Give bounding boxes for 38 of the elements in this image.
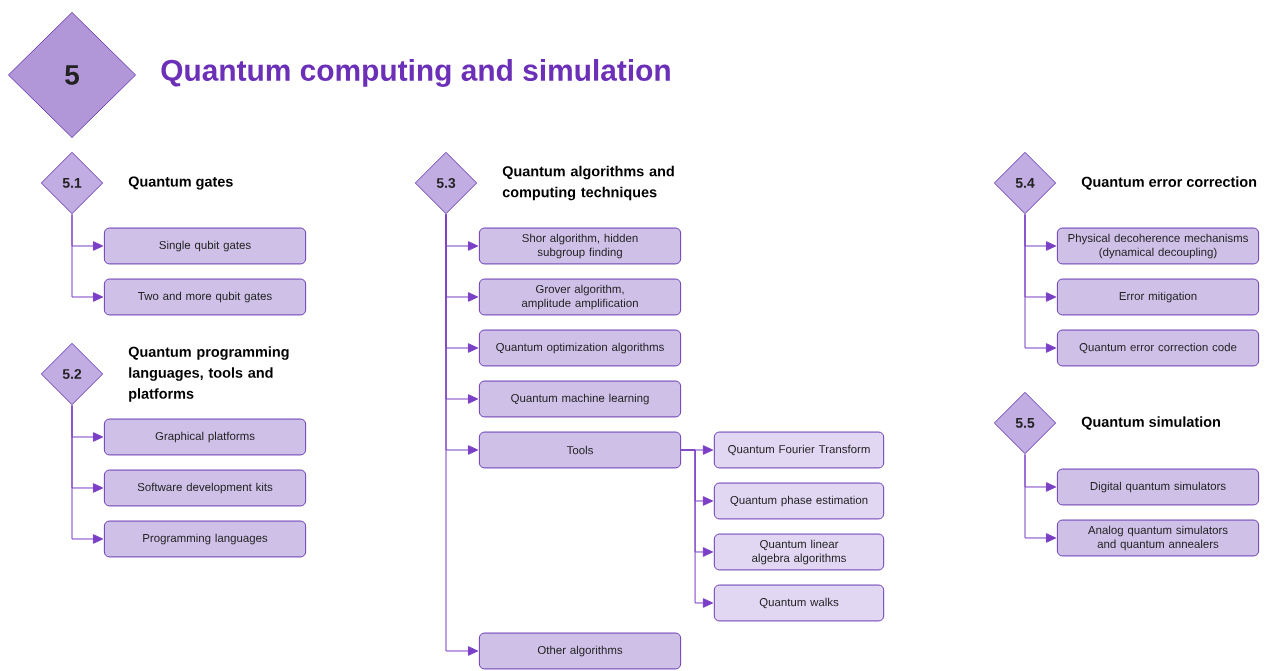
topic-box: Physical decoherence mechanisms (dynamical decoupling) [1056,227,1260,265]
topic-box: Two and more qubit gates [103,278,307,316]
section-heading: Quantum programming languages, tools and platforms [128,346,289,402]
topic-box: Quantum machine learning [478,380,682,418]
section-heading: Quantum simulation [1081,416,1220,430]
diamond-node: 5.4 [993,151,1057,215]
section-heading: Quantum algorithms and computing techniques [502,165,674,201]
topic-box: Tools [478,431,682,469]
arrow [71,404,104,544]
title: Quantum computing and simulation [161,59,670,87]
diamond-node: 5.2 [40,342,104,406]
topic-box: Quantum error correction code [1056,329,1260,367]
topic-box: Programming languages [103,520,307,558]
topic-box: Graphical platforms [103,418,307,456]
topic-box: Quantum walks [713,584,885,622]
topic-box: Software development kits [103,469,307,507]
arrow [1024,213,1057,353]
topic-box: Analog quantum simulators and quantum annealers [1056,519,1260,557]
topic-box: Single qubit gates [103,227,307,265]
topic-box: Error mitigation [1056,278,1260,316]
topic-box: Shor algorithm, hidden subgroup finding [478,227,682,265]
arrow [71,213,104,302]
topic-box: Grover algorithm, amplitude amplification [478,278,682,316]
topic-box: Quantum Fourier Transform [713,431,885,469]
diamond-node: 5 [7,11,137,139]
topic-box: Digital quantum simulators [1056,468,1260,506]
diamond-node: 5.3 [414,151,478,215]
section-heading: Quantum error correction [1081,176,1257,190]
diamond-node: 5.5 [993,391,1057,455]
arrow [1024,453,1057,543]
topic-box: Quantum linear algebra algorithms [713,533,885,571]
topic-box: Quantum optimization algorithms [478,329,682,367]
diamond-node: 5.1 [40,151,104,215]
arrow [680,449,714,608]
section-heading: Quantum gates [128,176,233,190]
topic-box: Quantum phase estimation [713,482,885,520]
topic-box: Other algorithms [478,632,682,670]
arrow [445,213,479,656]
